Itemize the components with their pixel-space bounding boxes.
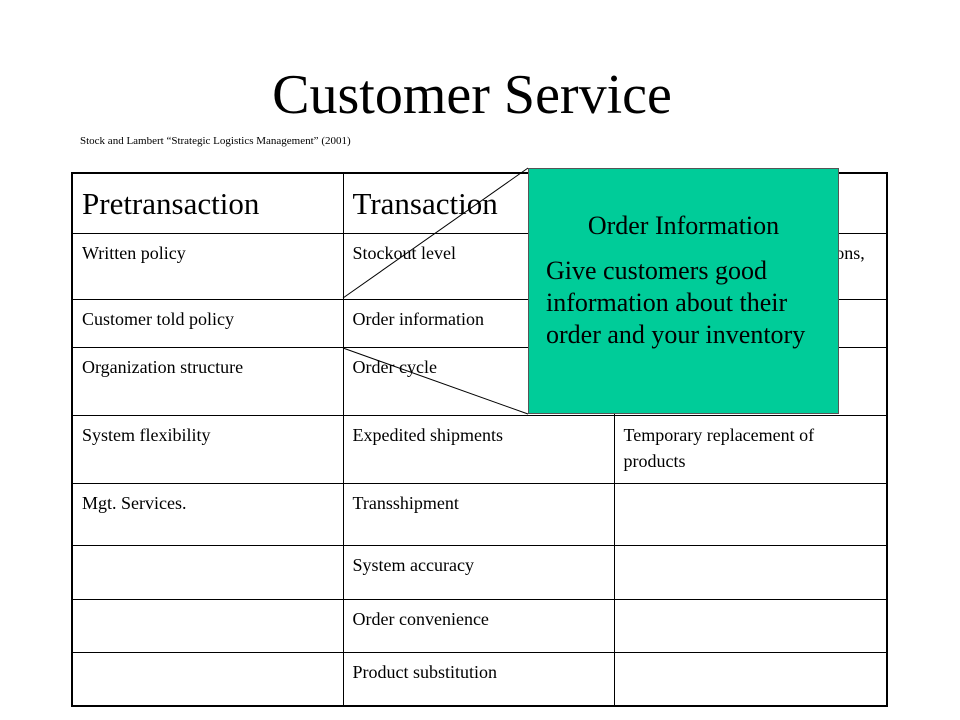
table-cell — [613, 544, 888, 600]
table-cell: Product substitution — [342, 651, 615, 707]
table-cell — [71, 598, 344, 653]
table-cell: System flexibility — [71, 414, 344, 484]
order-information-callout: Order Information Give customers good in… — [528, 168, 839, 414]
table-row: Mgt. Services. Transshipment — [71, 482, 888, 546]
callout-body: Give customers good information about th… — [546, 256, 806, 349]
table-cell: Transshipment — [342, 482, 615, 546]
header-pretransaction: Pretransaction — [71, 172, 344, 234]
table-row: Order convenience — [71, 598, 888, 653]
table-cell — [71, 544, 344, 600]
table-cell — [71, 651, 344, 707]
table-cell — [613, 651, 888, 707]
table-cell — [613, 598, 888, 653]
table-cell: Temporary replacement of products — [613, 414, 888, 484]
table-row: System accuracy — [71, 544, 888, 600]
slide-title: Customer Service — [272, 64, 672, 126]
table-cell: Mgt. Services. — [71, 482, 344, 546]
citation: Stock and Lambert “Strategic Logistics M… — [80, 135, 351, 147]
table-row: Product substitution — [71, 651, 888, 707]
table-cell: Organization structure — [71, 346, 344, 416]
table-cell: System accuracy — [342, 544, 615, 600]
table-cell: Expedited shipments — [342, 414, 615, 484]
table-row: System flexibility Expedited shipments T… — [71, 414, 888, 484]
table-cell — [613, 482, 888, 546]
table-cell: Order convenience — [342, 598, 615, 653]
table-cell: Customer told policy — [71, 298, 344, 348]
table-cell: Written policy — [71, 232, 344, 300]
callout-title: Order Information — [587, 211, 780, 240]
